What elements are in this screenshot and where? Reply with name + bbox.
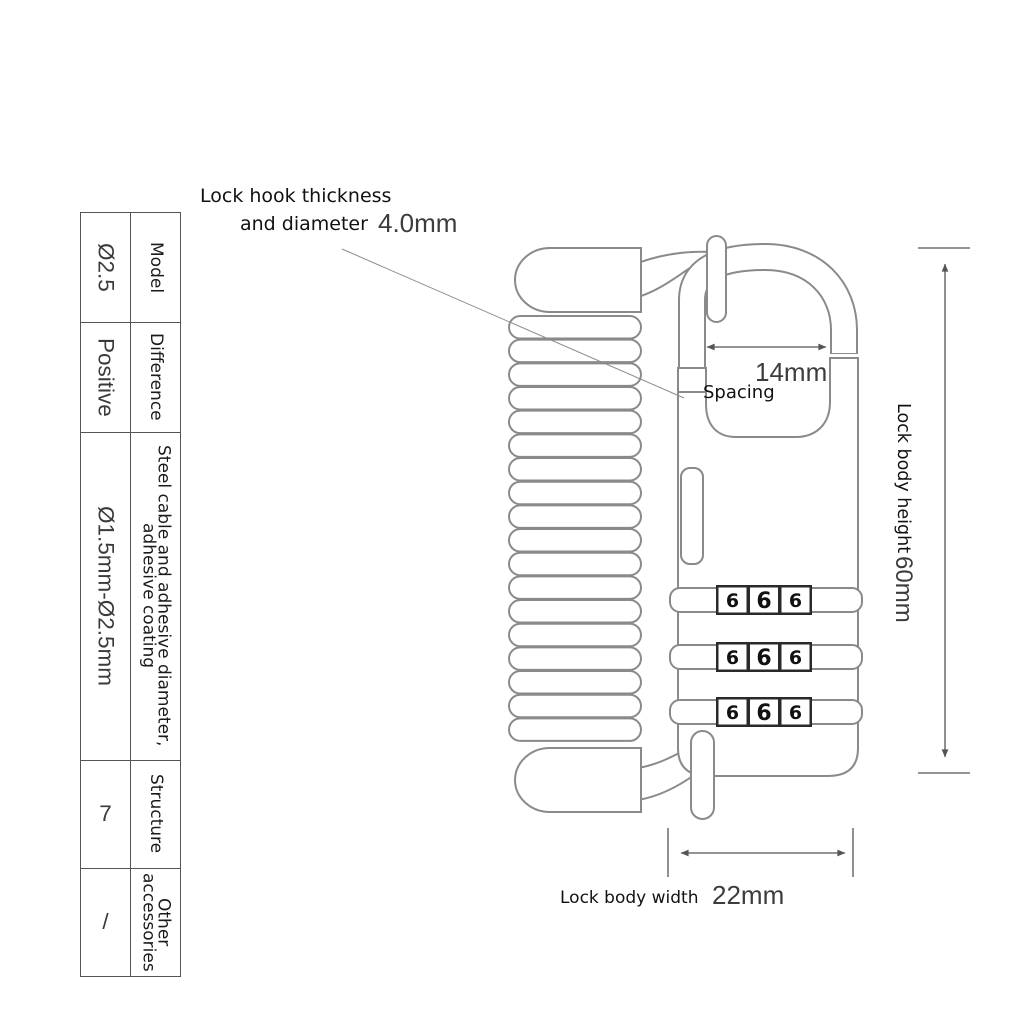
combination-dial-1: 6 6 6 <box>669 585 863 615</box>
cable-end-cap-bottom <box>514 747 642 813</box>
cable-coil <box>508 504 642 529</box>
spec-label: Difference <box>146 333 166 421</box>
spec-value: Ø1.5mm-Ø2.5mm <box>93 505 119 687</box>
cable-coil <box>508 646 642 671</box>
cable-strand-top-lower <box>637 267 691 298</box>
cable-coil <box>508 409 642 435</box>
cable-coil <box>508 575 642 600</box>
body-side-slot <box>680 467 704 565</box>
dial-digit: 6 <box>726 702 739 724</box>
cable-end-cap-top <box>514 247 642 313</box>
digit-cell <box>780 698 811 726</box>
spec-row-accessories: / Other accessories <box>81 867 180 977</box>
spec-label-line: Steel cable and adhesive diameter, <box>153 445 174 747</box>
digit-cell <box>717 586 748 614</box>
cable-coil <box>508 670 642 695</box>
hook-thickness-label-line1: Lock hook thickness <box>200 185 392 207</box>
spec-value-cell: 7 <box>81 760 131 868</box>
digit-cell <box>717 643 748 671</box>
dial-digit: 6 <box>756 701 771 726</box>
digit-cell <box>749 586 779 614</box>
spec-value: 7 <box>99 801 112 826</box>
spec-label: Model <box>146 241 166 293</box>
hook-thickness-value: 4.0mm <box>378 208 458 238</box>
coiled-cable <box>508 315 642 742</box>
cable-coil <box>508 693 642 719</box>
dial-digit: 6 <box>789 702 802 724</box>
dial-digit: 6 <box>726 647 739 669</box>
cable-strand-top-upper <box>637 250 713 264</box>
combination-dial-2: 6 6 6 <box>669 642 863 672</box>
spec-label-cell: Steel cable and adhesive diameter, adhes… <box>131 433 180 760</box>
dial-digit: 6 <box>756 589 771 614</box>
cable-coil <box>508 480 642 506</box>
spec-label-cell: Difference <box>131 323 180 432</box>
height-label: Lock body height <box>893 403 913 554</box>
spec-row-cable-diameter: Ø1.5mm-Ø2.5mm Steel cable and adhesive d… <box>81 431 180 760</box>
lock-shackle <box>678 243 858 369</box>
spec-label-cell: Other accessories <box>131 869 180 977</box>
spec-label-line: adhesive coating <box>138 523 159 669</box>
spec-row-model: Ø2.5 Model <box>81 213 180 322</box>
combination-dial-3: 6 6 6 <box>669 697 863 727</box>
cable-coil <box>508 386 642 411</box>
digit-cell <box>749 698 779 726</box>
cable-coil <box>508 717 642 742</box>
spec-value-cell: / <box>81 868 131 976</box>
cable-coil <box>508 528 642 553</box>
spec-label-cell: Structure <box>131 761 180 868</box>
spec-table: Ø2.5 Model Positive Difference Ø1.5mm-Ø2… <box>80 212 181 977</box>
spec-value-cell: Ø1.5mm-Ø2.5mm <box>81 432 131 760</box>
dial-digit: 6 <box>726 590 739 612</box>
digit-cell <box>780 643 811 671</box>
height-value: 60mm <box>890 556 917 623</box>
spec-value-cell: Positive <box>81 322 131 432</box>
spacing-label: Spacing <box>703 382 775 403</box>
hook-thickness-label-line2: and diameter <box>240 213 368 235</box>
width-label: Lock body width <box>560 888 699 908</box>
spec-value-cell: Ø2.5 <box>81 213 131 322</box>
spec-value: / <box>102 909 109 935</box>
shackle-core <box>680 245 856 369</box>
digit-cell <box>749 643 779 671</box>
dial-digit: 6 <box>789 590 802 612</box>
spec-value: Positive <box>93 337 119 417</box>
digit-cell <box>717 698 748 726</box>
width-value: 22mm <box>712 880 785 910</box>
cable-coil <box>508 433 642 458</box>
spec-label-line: Other <box>153 898 174 947</box>
cable-coil <box>508 457 642 482</box>
spec-value: Ø2.5 <box>93 242 119 292</box>
digit-cell <box>780 586 811 614</box>
cable-coil <box>508 622 642 648</box>
shackle-spacing-gap <box>677 367 707 393</box>
cable-coil <box>508 599 642 624</box>
spec-label: Structure <box>146 774 166 854</box>
spec-label-line: accessories <box>138 872 159 972</box>
spec-row-structure: 7 Structure <box>81 759 180 868</box>
cable-coil <box>508 551 642 577</box>
dial-digit: 6 <box>756 646 771 671</box>
height-dimension-label: Lock body height60mm <box>888 403 918 623</box>
dial-digit: 6 <box>789 647 802 669</box>
hook-thickness-leader-line <box>341 248 685 399</box>
cable-strand-bottom-lower <box>637 772 698 801</box>
shackle-pin-bottom <box>690 730 715 820</box>
cable-coil <box>508 315 642 340</box>
shackle-pin-top <box>706 235 727 323</box>
spec-row-difference: Positive Difference <box>81 321 180 432</box>
spec-label-cell: Model <box>131 213 180 322</box>
cable-coil <box>508 362 642 387</box>
opening-width-value: 14mm <box>755 357 828 387</box>
